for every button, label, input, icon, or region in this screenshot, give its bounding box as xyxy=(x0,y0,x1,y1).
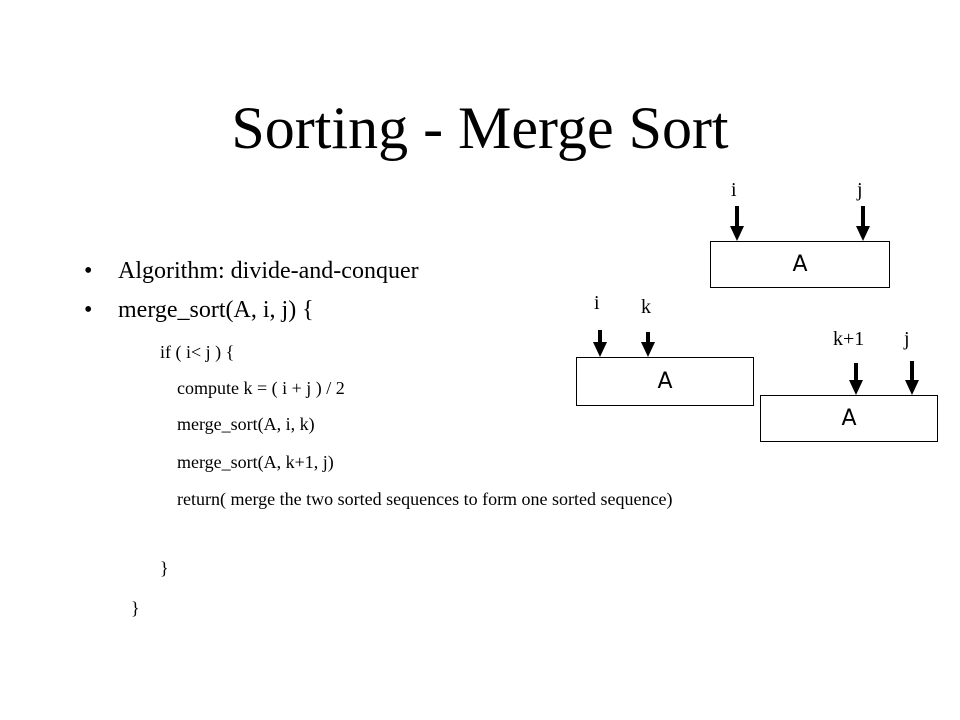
arrowhead-right-k1 xyxy=(849,380,863,395)
code-compute-line: compute k = ( i + j ) / 2 xyxy=(177,378,345,398)
array-box-left-label: A xyxy=(657,369,673,394)
label-right-j: j xyxy=(904,328,910,350)
label-top-j: j xyxy=(857,179,863,201)
arrowhead-top-j xyxy=(856,226,870,241)
label-left-i: i xyxy=(594,292,600,314)
code-close-fn: } xyxy=(131,598,140,618)
arrowhead-left-i xyxy=(593,342,607,357)
arrowhead-right-j xyxy=(905,380,919,395)
slide-title: Sorting - Merge Sort xyxy=(231,95,729,161)
label-left-k: k xyxy=(641,296,651,318)
array-box-right: A xyxy=(760,395,938,442)
bullet-merge-sort-text: merge_sort(A, i, j) { xyxy=(118,297,314,323)
bullet-algorithm: • Algorithm: divide-and-conquer xyxy=(84,257,419,285)
array-box-right-label: A xyxy=(841,406,857,431)
code-recurse-left: merge_sort(A, i, k) xyxy=(177,414,315,434)
array-box-top-label: A xyxy=(792,252,808,277)
code-recurse-right: merge_sort(A, k+1, j) xyxy=(177,452,334,472)
array-box-top: A xyxy=(710,241,890,288)
code-return-line: return( merge the two sorted sequences t… xyxy=(177,489,673,509)
bullet-merge-sort: • merge_sort(A, i, j) { xyxy=(84,296,314,324)
label-top-i: i xyxy=(731,179,737,201)
bullet-marker: • xyxy=(84,297,93,323)
array-box-left: A xyxy=(576,357,754,406)
label-right-k1: k+1 xyxy=(833,328,865,350)
code-close-if: } xyxy=(160,558,169,578)
bullet-algorithm-text: Algorithm: divide-and-conquer xyxy=(118,258,419,284)
bullet-marker: • xyxy=(84,258,93,284)
code-if-line: if ( i< j ) { xyxy=(160,342,235,362)
arrowhead-left-k xyxy=(641,342,655,357)
arrowhead-top-i xyxy=(730,226,744,241)
